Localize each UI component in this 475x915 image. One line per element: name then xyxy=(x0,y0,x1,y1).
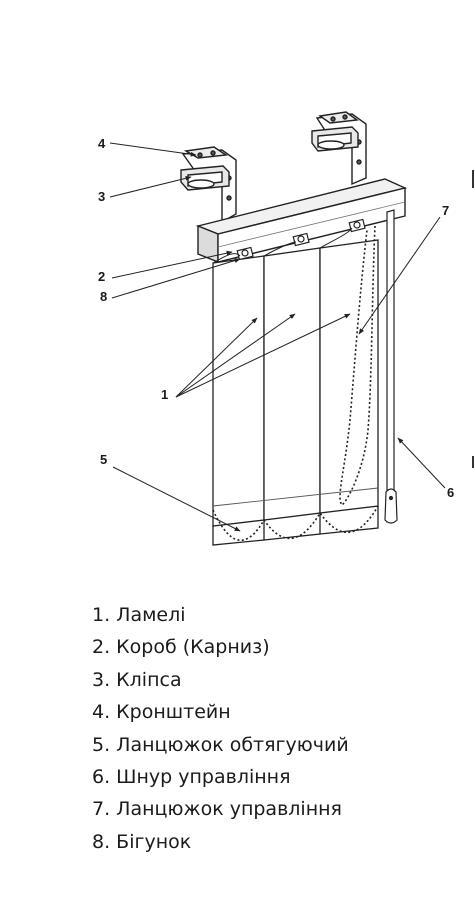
callout-3: 3 xyxy=(98,189,105,204)
callout-7: 7 xyxy=(442,203,449,218)
legend-item-bracket: 4. Кронштейн xyxy=(92,701,231,724)
headrail xyxy=(195,178,408,264)
legend-item-headrail: 2. Короб (Карниз) xyxy=(92,636,270,659)
clip-left xyxy=(180,165,230,191)
legend-item-runner: 8. Бігунок xyxy=(92,830,192,853)
legend-item-clip: 3. Кліпса xyxy=(92,668,182,691)
control-chain xyxy=(339,225,376,507)
callout-2: 2 xyxy=(98,269,105,284)
callout-4: 4 xyxy=(98,136,106,151)
legend-item-slats: 1. Ламелі xyxy=(92,604,186,626)
weight-chain xyxy=(212,505,379,541)
callout-8: 8 xyxy=(100,289,107,304)
leader-lines xyxy=(109,142,446,532)
parts-legend: 1. Ламелі 2. Короб (Карниз) 3. Кліпса 4.… xyxy=(92,599,349,858)
carriers xyxy=(236,218,366,261)
slats xyxy=(212,227,379,546)
legend-item-control-chain: 7. Ланцюжок управління xyxy=(92,798,342,821)
legend-item-weight-chain: 5. Ланцюжок обтягуючий xyxy=(92,733,349,756)
callout-5: 5 xyxy=(100,452,107,467)
clip-right xyxy=(311,126,359,152)
callout-1: 1 xyxy=(161,387,168,402)
legend-item-control-cord: 6. Шнур управління xyxy=(92,766,291,789)
control-wand xyxy=(384,209,398,524)
callout-6: 6 xyxy=(447,485,454,500)
vertical-blinds-diagram: 4 3 2 8 1 5 7 6 xyxy=(98,111,474,546)
